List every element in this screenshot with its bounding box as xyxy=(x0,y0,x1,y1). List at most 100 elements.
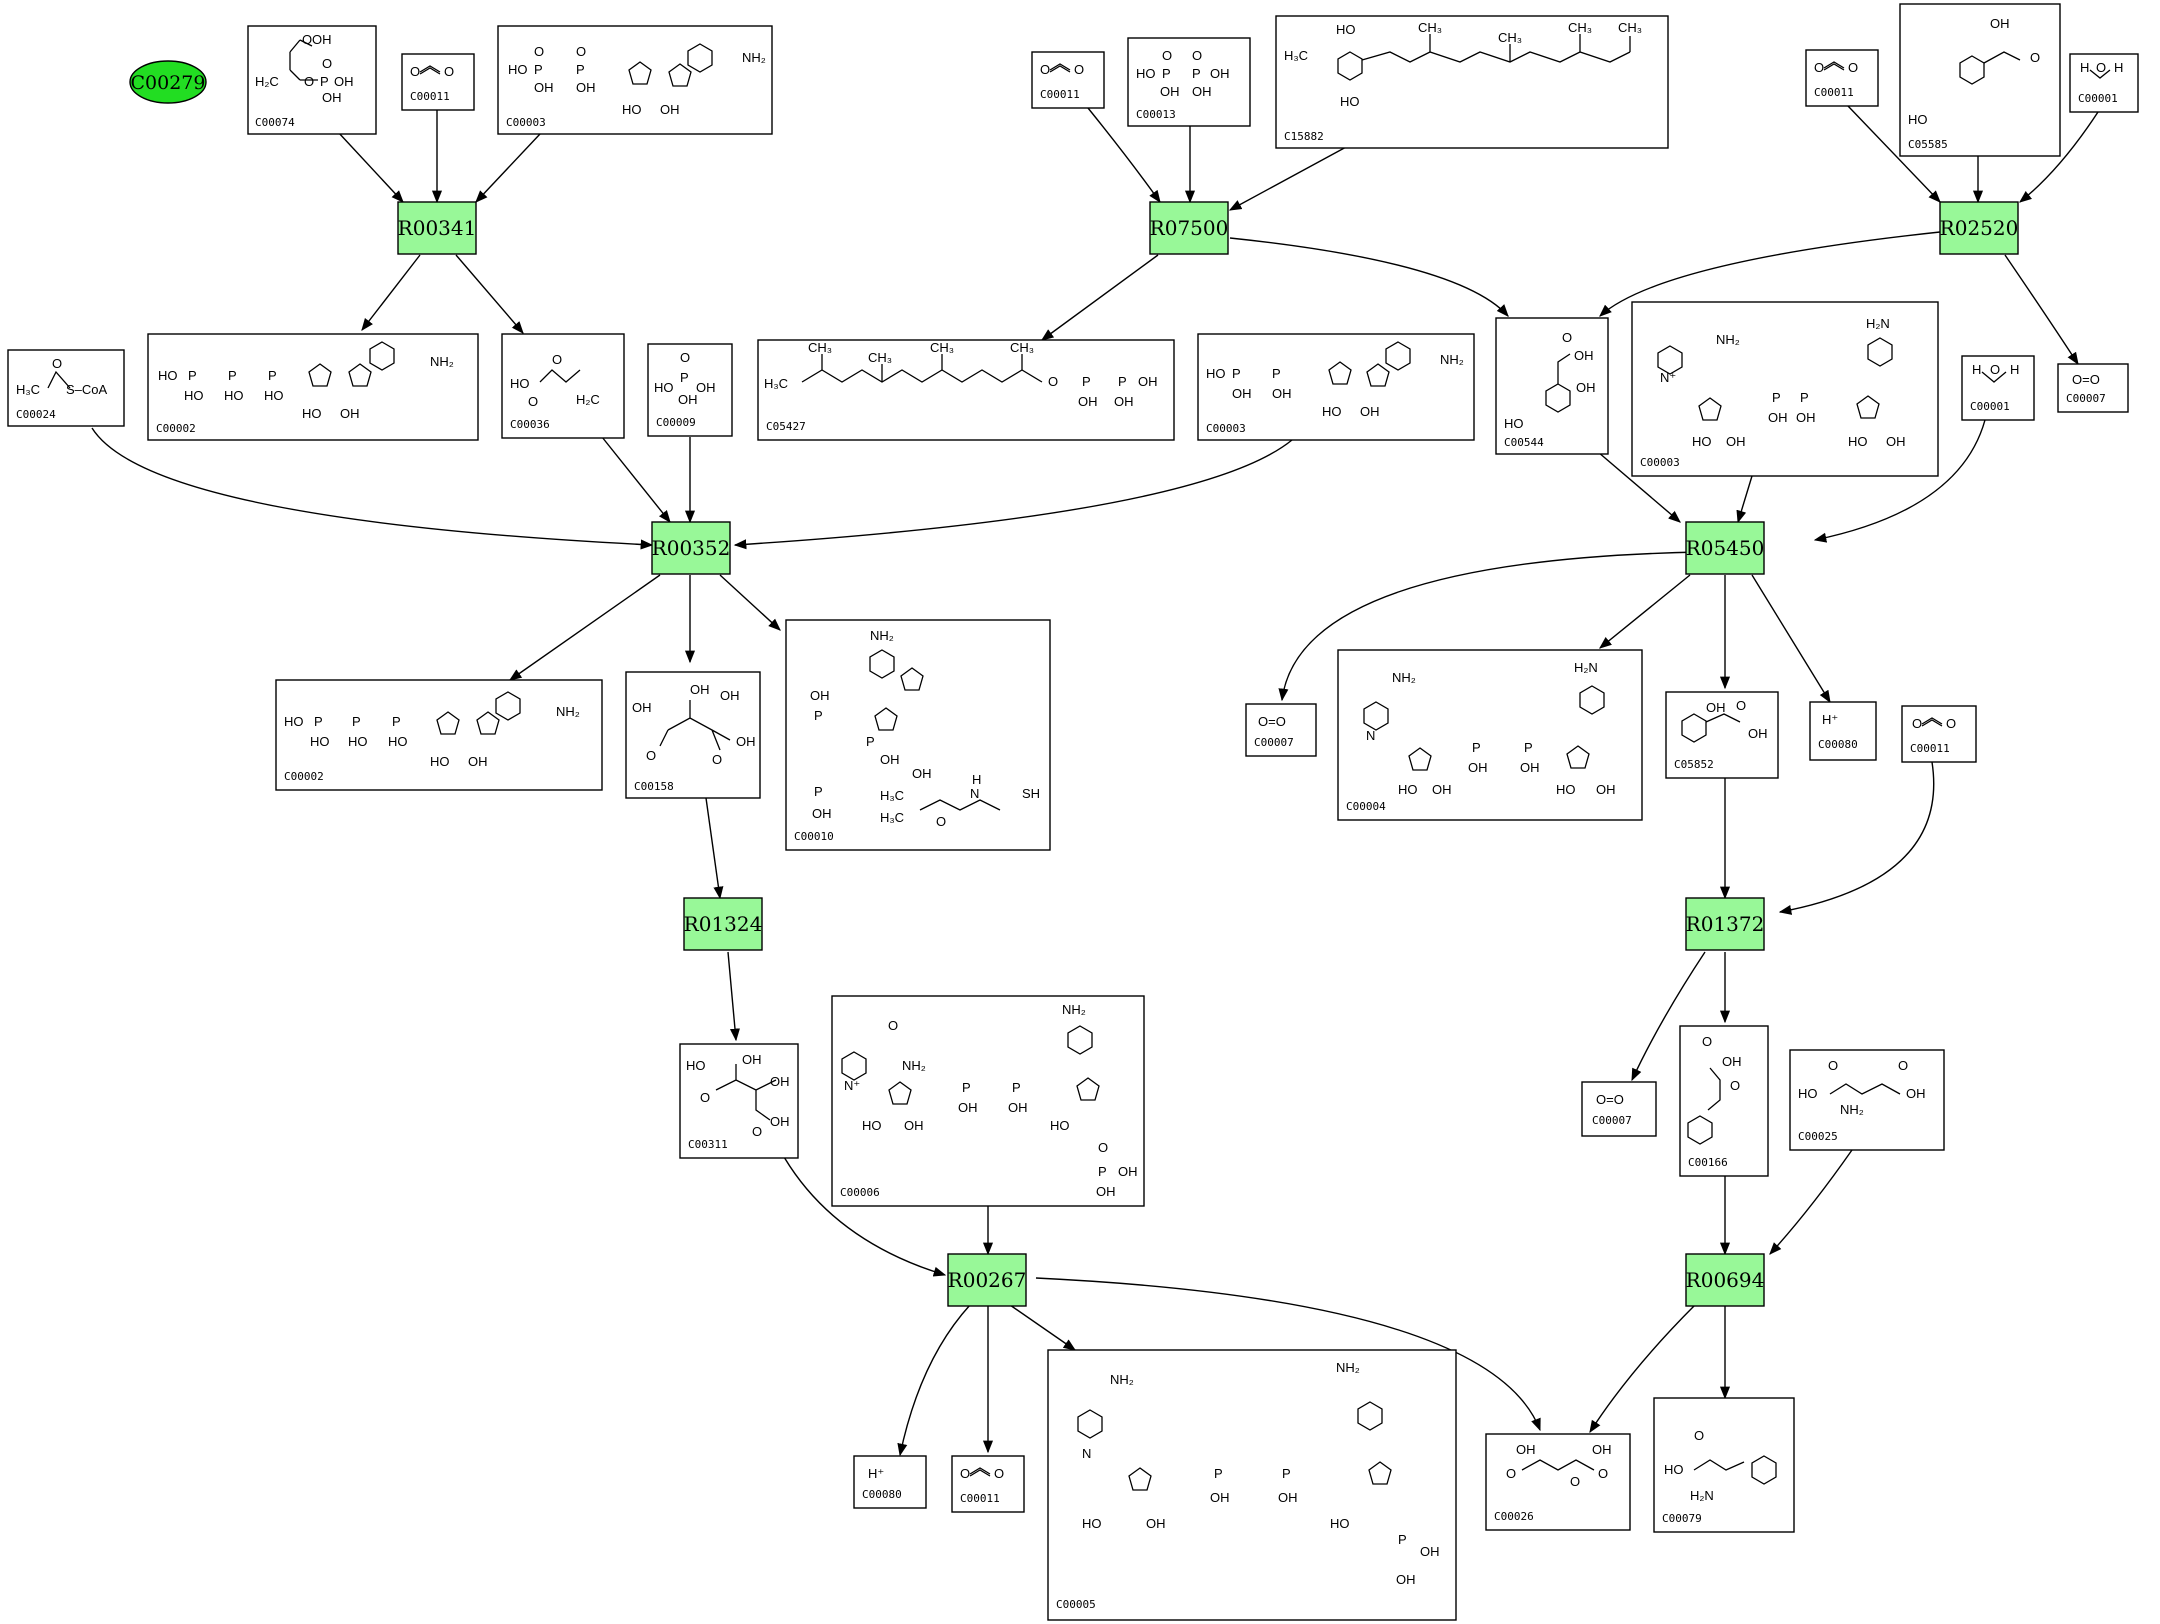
svg-text:H⁺: H⁺ xyxy=(868,1466,884,1481)
svg-text:O: O xyxy=(1702,1034,1712,1049)
svg-text:O: O xyxy=(1898,1058,1908,1073)
svg-text:O: O xyxy=(2030,50,2040,65)
compound-node[interactable]: OH O HO C05585 xyxy=(1899,3,2061,157)
svg-text:NH₂: NH₂ xyxy=(1392,670,1416,685)
compound-node[interactable]: O OH OH HO C00544 xyxy=(1495,317,1609,455)
svg-text:OH: OH xyxy=(1576,380,1596,395)
svg-text:P: P xyxy=(1772,390,1781,405)
reaction-node[interactable]: R07500 xyxy=(1149,201,1229,255)
svg-text:H: H xyxy=(1972,362,1981,377)
reaction-node[interactable]: R02520 xyxy=(1939,201,2019,255)
compound-node[interactable]: H⁺ C00080 xyxy=(853,1455,927,1509)
compound-node[interactable]: OH OH O O O C00026 xyxy=(1485,1433,1631,1531)
compound-node[interactable]: HO P P OH O O OH OH C00013 xyxy=(1127,37,1251,127)
svg-text:P: P xyxy=(1232,366,1241,381)
svg-text:CH₃: CH₃ xyxy=(930,340,954,355)
svg-text:SH: SH xyxy=(1022,786,1040,801)
compound-node[interactable]: O O HO OH NH₂ C00025 xyxy=(1789,1049,1945,1151)
compound-node[interactable]: O O C00011 xyxy=(951,1455,1025,1513)
compound-node[interactable]: N⁺ O NH₂ HO OH P P OH OH NH₂ HO O P OH O… xyxy=(831,995,1145,1207)
compound-node[interactable]: O=O C00007 xyxy=(1581,1081,1657,1137)
svg-text:OH: OH xyxy=(678,392,698,407)
svg-text:H₂N: H₂N xyxy=(1574,660,1598,675)
reaction-node[interactable]: R00267 xyxy=(947,1253,1027,1307)
svg-text:OH: OH xyxy=(690,682,710,697)
compound-node[interactable]: OH OH O C05852 xyxy=(1665,691,1779,779)
reaction-node[interactable]: R00341 xyxy=(397,201,477,255)
svg-text:HO: HO xyxy=(1692,434,1712,449)
svg-text:N: N xyxy=(970,786,979,801)
compound-node[interactable]: N NH₂ HO OH P P OH OH NH₂ HO P OH OH C00… xyxy=(1047,1349,1457,1621)
svg-text:OH: OH xyxy=(1516,1442,1536,1457)
compound-node[interactable]: O OH H₂C O P OH OH O C00074 xyxy=(247,25,377,135)
svg-text:HO: HO xyxy=(1206,366,1226,381)
svg-text:O=O: O=O xyxy=(1258,714,1286,729)
compound-node[interactable]: OH OH OH OH O O C00158 xyxy=(625,671,761,799)
compound-node[interactable]: O O C00011 xyxy=(1805,49,1879,107)
start-compound[interactable]: C00279 xyxy=(129,60,207,104)
reaction-node[interactable]: R00694 xyxy=(1685,1253,1765,1307)
svg-text:CH₃: CH₃ xyxy=(1618,20,1642,35)
compound-label: C00074 xyxy=(255,116,295,129)
compound-node[interactable]: O=O C00007 xyxy=(1245,703,1317,757)
compound-node[interactable]: NH₂ OH P P OH P OH H₃C H₃C OH H N SH O C… xyxy=(785,619,1051,851)
svg-text:OH: OH xyxy=(334,74,354,89)
compound-node[interactable]: N NH₂ HO OH P P OH OH H₂N HO OH C00004 xyxy=(1337,649,1643,821)
compound-node[interactable]: OH HO OH OH O O C00311 xyxy=(679,1043,799,1159)
svg-text:HO: HO xyxy=(508,62,528,77)
start-compound-label: C00279 xyxy=(131,72,206,94)
svg-text:OH: OH xyxy=(912,766,932,781)
compound-node[interactable]: H₃C CH₃ CH₃ CH₃ CH₃ O P P OH OH OH C0542… xyxy=(757,339,1175,441)
compound-label: C00007 xyxy=(2066,392,2106,405)
svg-text:HO: HO xyxy=(1556,782,1576,797)
compound-node[interactable]: O P HO OH OH C00009 xyxy=(647,343,733,437)
svg-text:H₂C: H₂C xyxy=(576,392,600,407)
svg-text:O: O xyxy=(646,748,656,763)
svg-text:OH: OH xyxy=(1146,1516,1166,1531)
compound-node[interactable]: O OH O C00166 xyxy=(1679,1025,1769,1177)
svg-text:O: O xyxy=(304,74,314,89)
compound-label: C00311 xyxy=(688,1138,728,1151)
svg-text:OH: OH xyxy=(1906,1086,1926,1101)
compound-node[interactable]: H O H C00001 xyxy=(1961,355,2035,421)
reaction-node[interactable]: R01324 xyxy=(683,897,763,951)
compound-node[interactable]: HO P P P HO HO HO NH₂ HO OH C00002 xyxy=(147,333,479,441)
compound-label: C00011 xyxy=(960,1492,1000,1505)
compound-label: C00002 xyxy=(156,422,196,435)
compound-node[interactable]: O O C00011 xyxy=(1901,705,1977,763)
compound-node[interactable]: HO O O H₂C C00036 xyxy=(501,333,625,439)
compound-node[interactable]: H₃C O S–CoA C00024 xyxy=(7,349,125,427)
compound-node[interactable]: O=O C00007 xyxy=(2057,363,2129,413)
svg-text:NH₂: NH₂ xyxy=(902,1058,926,1073)
reaction-node[interactable]: R05450 xyxy=(1685,521,1765,575)
compound-node[interactable]: O HO H₂N C00079 xyxy=(1653,1397,1795,1533)
svg-text:HO: HO xyxy=(1798,1086,1818,1101)
svg-text:P: P xyxy=(1272,366,1281,381)
compound-node[interactable]: H O H C00001 xyxy=(2069,53,2139,113)
compound-node[interactable]: H⁺ C00080 xyxy=(1809,701,1877,761)
reaction-node[interactable]: R00352 xyxy=(651,521,731,575)
svg-text:HO: HO xyxy=(862,1118,882,1133)
svg-text:O: O xyxy=(1098,1140,1108,1155)
svg-text:HO: HO xyxy=(1664,1462,1684,1477)
compound-node[interactable]: HO H₃C HO CH₃ CH₃ CH₃ CH₃ C15882 xyxy=(1275,15,1669,149)
compound-label: C00005 xyxy=(1056,1598,1096,1611)
svg-text:O: O xyxy=(752,1124,762,1139)
reaction-label: R01324 xyxy=(684,912,763,936)
svg-text:S–CoA: S–CoA xyxy=(66,382,108,397)
compound-node[interactable]: HO P P P HO HO HO NH₂ HO OH C00002 xyxy=(275,679,603,791)
svg-text:OH: OH xyxy=(880,752,900,767)
reaction-node[interactable]: R01372 xyxy=(1685,897,1765,951)
svg-text:H₃C: H₃C xyxy=(1284,48,1308,63)
svg-text:O: O xyxy=(680,350,690,365)
compound-node[interactable]: O O C00011 xyxy=(1031,51,1105,109)
compound-node[interactable]: HO P OH O P OH O NH₂ HO OH C00003 xyxy=(497,25,773,135)
svg-text:P: P xyxy=(1098,1164,1107,1179)
compound-node[interactable]: N⁺ NH₂ HO OH P P OH OH H₂N HO OH C00003 xyxy=(1631,301,1939,477)
compound-label: C00006 xyxy=(840,1186,880,1199)
svg-text:HO: HO xyxy=(510,376,530,391)
compound-node[interactable]: HO P P OH OH NH₂ HO OH C00003 xyxy=(1197,333,1475,441)
svg-text:O: O xyxy=(534,44,544,59)
compound-node[interactable]: O O C00011 xyxy=(401,53,475,111)
svg-text:N⁺: N⁺ xyxy=(844,1078,860,1093)
